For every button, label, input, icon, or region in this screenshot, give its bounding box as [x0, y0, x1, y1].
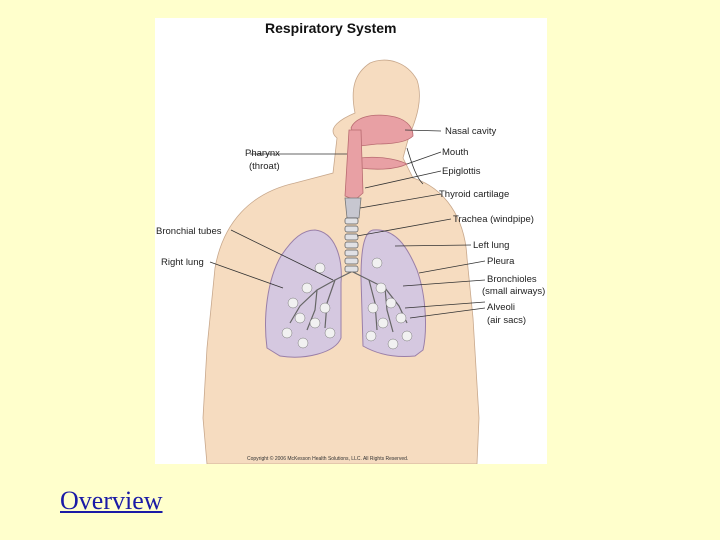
label-alveoli: Alveoli: [487, 302, 515, 313]
respiratory-diagram: Respiratory System: [155, 18, 547, 464]
label-mouth: Mouth: [442, 147, 468, 158]
label-right-lung: Right lung: [161, 257, 204, 268]
label-pharynx-sub: (throat): [249, 161, 280, 172]
label-thyroid-cartilage: Thyroid cartilage: [439, 189, 509, 200]
label-alveoli-sub: (air sacs): [487, 315, 526, 326]
mouth: [359, 156, 408, 170]
label-bronchioles-sub: (small airways): [482, 286, 545, 297]
label-pleura: Pleura: [487, 256, 515, 267]
label-pharynx: Pharynx: [245, 148, 280, 159]
label-bronchial-tubes: Bronchial tubes: [156, 226, 222, 237]
overview-link[interactable]: Overview: [60, 486, 163, 515]
leader-lines: [209, 129, 486, 319]
label-bronchioles: Bronchioles: [487, 274, 537, 285]
copyright-text: Copyright © 2006 McKesson Health Solutio…: [247, 455, 408, 462]
diagram-title: Respiratory System: [265, 20, 397, 36]
trachea: [344, 217, 359, 273]
body-silhouette: [202, 59, 480, 464]
label-left-lung: Left lung: [473, 240, 509, 251]
alveoli-clusters: [281, 257, 413, 350]
label-trachea: Trachea (windpipe): [453, 214, 534, 225]
nasal-cavity: [350, 114, 414, 147]
label-nasal-cavity: Nasal cavity: [445, 126, 496, 137]
pharynx: [344, 129, 364, 201]
label-epiglottis: Epiglottis: [442, 166, 481, 177]
right-lung: [265, 229, 342, 358]
thyroid-cartilage: [344, 197, 362, 219]
